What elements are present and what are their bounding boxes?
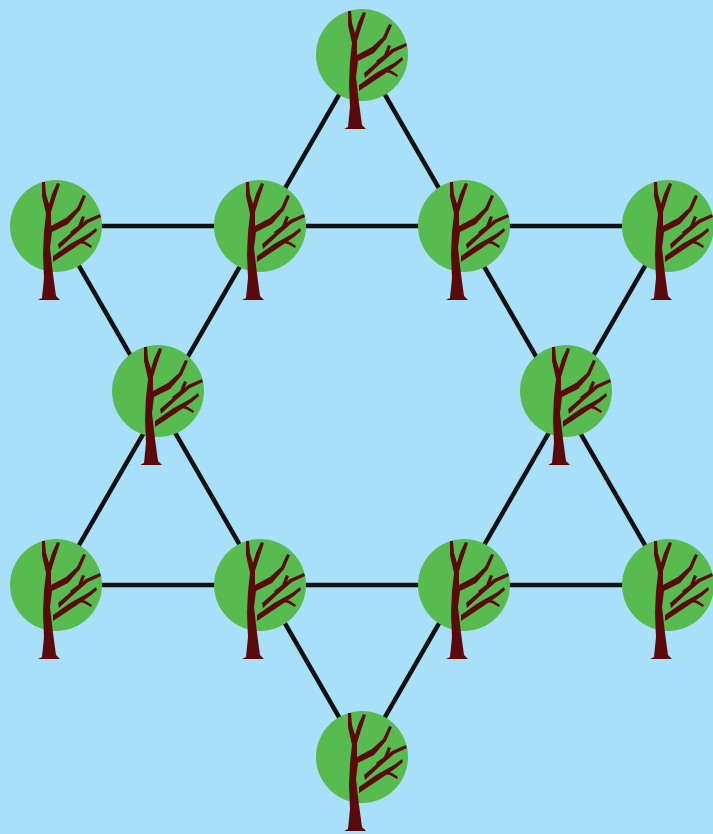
connection-line (359, 52, 671, 588)
connection-line (53, 223, 365, 760)
connection-line (359, 223, 671, 760)
connection-line (53, 52, 365, 588)
connection-lines (53, 52, 671, 760)
